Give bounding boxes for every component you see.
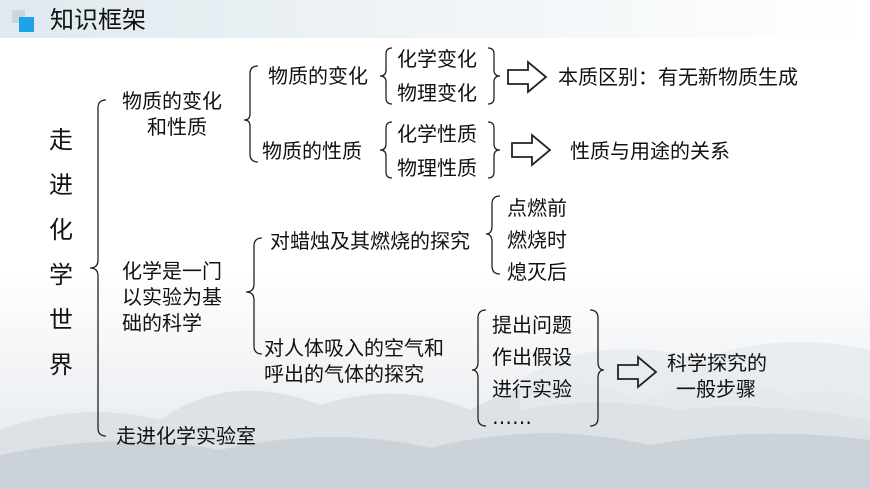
change-bracket — [379, 47, 393, 105]
change-item-physical: 物理变化 — [397, 81, 477, 105]
step-experiment: 进行实验 — [492, 377, 572, 401]
steps-right-bracket — [589, 309, 605, 427]
branch3-label: 走进化学实验室 — [116, 424, 256, 448]
page-title: 知识框架 — [50, 6, 146, 34]
property-bracket — [379, 121, 393, 179]
arrow-icon — [507, 60, 548, 94]
step-hypothesis: 作出假设 — [492, 345, 572, 369]
candle-item-during: 燃烧时 — [507, 228, 567, 252]
branch1-bracket — [243, 65, 259, 163]
steps-left-bracket — [471, 309, 487, 427]
property-right-bracket — [487, 121, 501, 179]
root-bracket — [89, 99, 107, 437]
property-item-physical: 物理性质 — [397, 156, 477, 180]
candle-item-after: 熄灭后 — [507, 260, 567, 284]
steps-result-line2: 一般步骤 — [676, 377, 756, 401]
candle-bracket — [485, 195, 501, 275]
change-right-bracket — [487, 47, 501, 105]
property-result: 性质与用途的关系 — [570, 139, 730, 163]
candle-item-before: 点燃前 — [507, 196, 567, 220]
property-item-chemical: 化学性质 — [397, 122, 477, 146]
change-label: 物质的变化 — [268, 64, 368, 88]
section-logo-icon — [12, 10, 34, 32]
property-label: 物质的性质 — [262, 139, 362, 163]
change-item-chemical: 化学变化 — [397, 47, 477, 71]
step-question: 提出问题 — [492, 313, 572, 337]
branch1-label-line1: 物质的变化 — [122, 89, 222, 113]
branch2-label-line1: 化学是一门 — [122, 259, 222, 283]
branch1-label-line2: 和性质 — [147, 115, 207, 139]
candle-label: 对蜡烛及其燃烧的探究 — [270, 229, 470, 253]
branch2-label-line3: 础的科学 — [122, 311, 202, 335]
breath-label-line1: 对人体吸入的空气和 — [264, 336, 444, 360]
breath-label-line2: 呼出的气体的探究 — [264, 362, 424, 386]
root-topic: 走进化学世界 — [49, 126, 73, 379]
step-more: …… — [492, 405, 532, 429]
header-bar — [0, 0, 870, 38]
branch2-bracket — [245, 237, 263, 355]
arrow-icon — [617, 355, 658, 389]
steps-result-line1: 科学探究的 — [667, 351, 767, 375]
branch2-label-line2: 以实验为基 — [122, 285, 222, 309]
arrow-icon — [511, 133, 552, 167]
change-result: 本质区别：有无新物质生成 — [558, 65, 798, 89]
